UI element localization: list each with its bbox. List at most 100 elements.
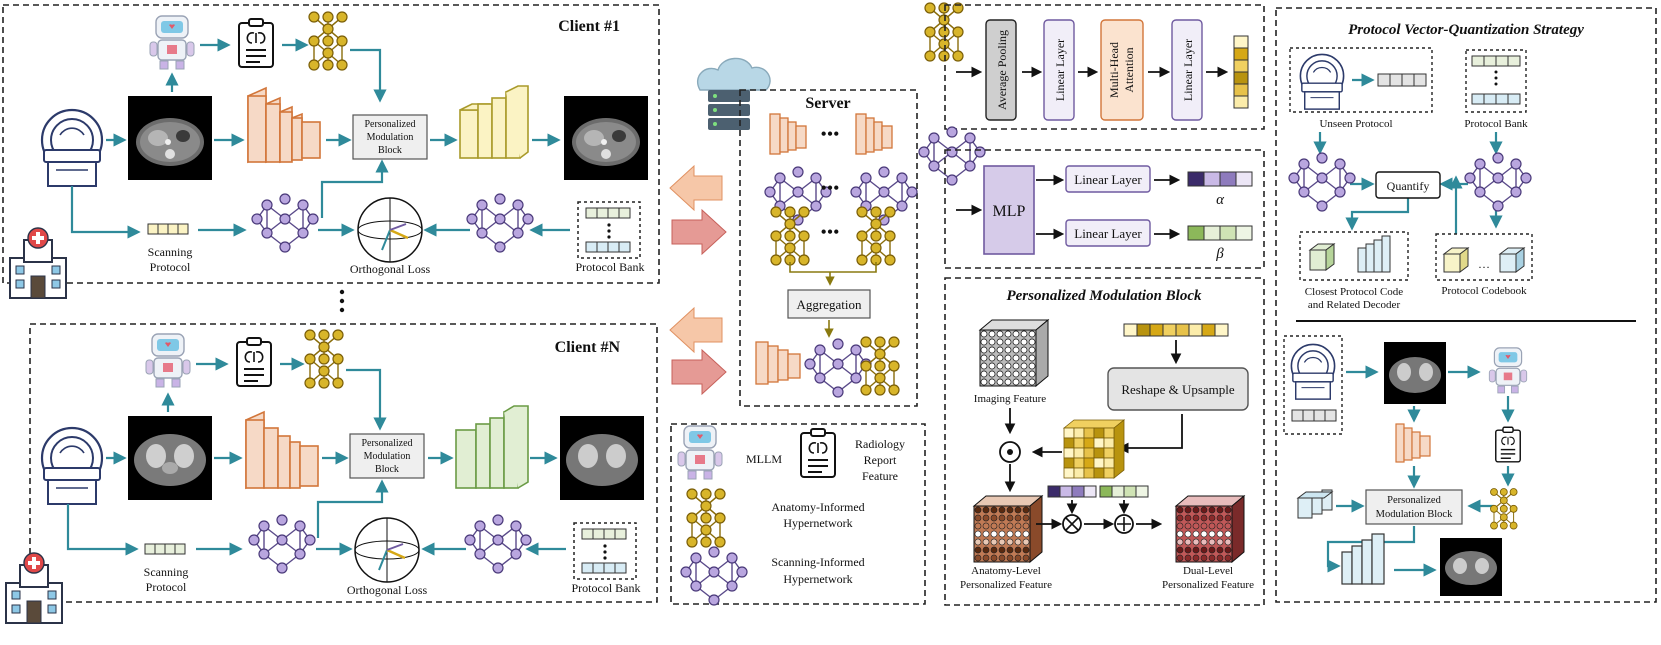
orthogonal-loss-label-n: Orthogonal Loss (347, 583, 428, 597)
pvq-ct-image (1384, 342, 1446, 404)
pvq-unseen-scanner-icon (1299, 53, 1345, 110)
pvq-robot-icon (1488, 347, 1528, 394)
alpha-symbol: α (1216, 192, 1225, 208)
protocol-label: Protocol (150, 260, 191, 274)
pvq-report-icon (1495, 426, 1521, 463)
pvq-scanning-hn-1 (1288, 152, 1356, 212)
server-dots-3: ••• (821, 222, 840, 242)
protocol-label-n: Protocol (146, 580, 187, 594)
anatomy-pipeline-panel: Average Pooling Linear Layer Multi-Head … (924, 2, 1265, 130)
server-dots-1: ••• (821, 124, 840, 144)
linear-layer-beta-box (1065, 219, 1151, 247)
transfer-arrows (669, 164, 727, 396)
mllm-robot-icon (149, 15, 195, 70)
mlp-box (983, 165, 1035, 255)
avg-pooling-label: Average Pooling (995, 30, 1009, 110)
pmb-n-line3: Block (375, 464, 399, 475)
scanning-label-n: Scanning (144, 565, 189, 579)
unseen-protocol-label: Unseen Protocol (1319, 118, 1392, 130)
legend-mllm-icon (677, 425, 723, 480)
encoder-blocks (247, 86, 321, 164)
pvq-encoder (1395, 423, 1431, 463)
protocol-bank-icon-n (573, 522, 637, 580)
legend-scanning-icon (680, 546, 748, 606)
scanning-hypernetwork-icon (251, 193, 319, 253)
quantify-label: Quantify (1387, 179, 1430, 193)
ct-output-image (564, 96, 648, 180)
server-title: Server (805, 95, 850, 112)
pmb-n-line1: Personalized (361, 438, 412, 449)
pvq-scanning-hn-2 (1464, 152, 1532, 212)
svg-text:…: … (1478, 257, 1490, 271)
scanning-protocol-vector (147, 223, 189, 235)
client-n-title: Client #N (555, 339, 621, 356)
alpha-vector (1187, 171, 1253, 187)
pmb-line3: Block (378, 145, 402, 156)
linear-layer-2-box (1171, 19, 1203, 121)
legend-anatomy-icon (686, 488, 726, 548)
server-anatomy-hn-2 (856, 206, 896, 266)
closest-line2: and Related Decoder (1308, 299, 1401, 311)
aggregation-label: Aggregation (797, 297, 862, 312)
pmb-detail-panel: Personalized Modulation Block Imaging Fe… (944, 277, 1265, 606)
pmb-line1: Personalized (364, 119, 415, 130)
scanning-hypernetwork-icon-2 (466, 193, 534, 253)
hospital-icon-n (5, 552, 63, 624)
pvq-code-cube (1296, 489, 1334, 519)
linear-layer-alpha-box (1065, 165, 1151, 193)
pmb-line2: Modulation (367, 132, 414, 143)
orthogonal-sphere-icon (356, 196, 424, 264)
orthogonal-loss-label: Orthogonal Loss (350, 262, 431, 276)
pvq-pmb-1: Personalized (1387, 495, 1441, 506)
legend-report-icon (800, 428, 836, 478)
pmb-anatomy-vector (1123, 323, 1229, 337)
cloud-server-icon (697, 57, 771, 130)
imaging-feature-label: Imaging Feature (974, 393, 1047, 405)
pvq-pmb-2: Modulation Block (1376, 509, 1453, 520)
server-dots-2: ••• (821, 178, 840, 198)
scanning-hypernetwork-icon-n (248, 514, 316, 574)
report-icon-n (236, 337, 272, 387)
legend-anatomy-1: Anatomy-Informed (771, 500, 864, 514)
pvq-output-image (1440, 538, 1502, 596)
hospital-icon (9, 227, 67, 299)
legend-report-3: Feature (862, 469, 898, 483)
dual-feature-2: Personalized Feature (1162, 579, 1254, 591)
decoder-blocks-n (455, 405, 529, 489)
pmb-detail-title: Personalized Modulation Block (1006, 288, 1202, 304)
anatomy-hypernetwork-icon (308, 11, 348, 71)
anatomy-hn-top (924, 2, 964, 62)
linear-layer-1-label: Linear Layer (1053, 39, 1067, 101)
linear-layer-2-label: Linear Layer (1181, 39, 1195, 101)
codebook-cube-1 (1442, 247, 1470, 273)
server-agg-anatomy-hn (860, 336, 900, 396)
report-icon (238, 18, 274, 68)
closest-line1: Closest Protocol Code (1305, 286, 1404, 298)
avg-pooling-box (985, 19, 1017, 121)
legend-report-1: Radiology (855, 437, 905, 451)
scanner-icon-n (40, 426, 104, 506)
legend-scanning-1: Scanning-Informed (771, 555, 864, 569)
pvq-title: Protocol Vector-Quantization Strategy (1348, 22, 1584, 38)
mlp-label: MLP (993, 203, 1026, 220)
legend-mllm: MLLM (746, 452, 782, 466)
pvq-panel: Protocol Vector-Quantization Strategy Un… (1275, 7, 1657, 603)
encoder-blocks-n (245, 410, 319, 490)
mha-box (1100, 19, 1144, 121)
pvq-decoder (1341, 533, 1385, 585)
imaging-feature-cube (978, 318, 1050, 388)
upsampled-anatomy-grid (1062, 419, 1126, 479)
quantify-box (1375, 171, 1441, 199)
beta-vector (1187, 225, 1253, 241)
mha-label-2: Attention (1122, 47, 1136, 92)
server-panel: Server ••• ••• ••• Aggregation (697, 57, 918, 407)
pvq-inference-scanner-icon (1290, 343, 1336, 400)
aggregation-box (787, 289, 871, 319)
codebook-cube-2 (1498, 247, 1526, 273)
beta-symbol: β (1215, 246, 1224, 262)
client-1-panel: Client #1 Personalized Modulation Block (2, 4, 660, 299)
legend-anatomy-2: Hypernetwork (783, 516, 852, 530)
anatomy-vector (1233, 35, 1249, 109)
pvq-anatomy-hn (1490, 488, 1518, 530)
